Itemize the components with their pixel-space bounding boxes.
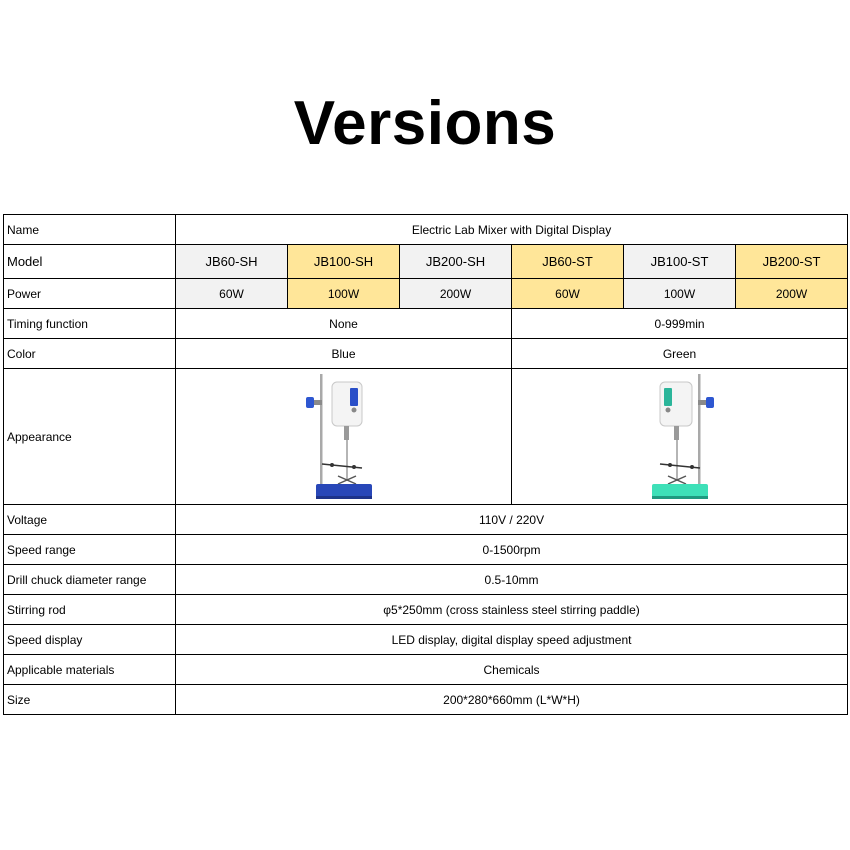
row-label: Voltage bbox=[3, 504, 176, 535]
power-cell: 100W bbox=[623, 278, 736, 309]
row-color: Color Blue Green bbox=[3, 338, 849, 369]
timing-sh: None bbox=[175, 308, 512, 339]
row-model: Model JB60-SH JB100-SH JB200-SH JB60-ST … bbox=[3, 244, 849, 279]
row-speed-display: Speed display LED display, digital displ… bbox=[3, 624, 849, 655]
color-sh: Blue bbox=[175, 338, 512, 369]
materials-value: Chemicals bbox=[174, 654, 849, 685]
row-power: Power 60W 100W 200W 60W 100W 200W bbox=[3, 278, 849, 309]
row-label: Appearance bbox=[3, 368, 176, 505]
speed-range-value: 0-1500rpm bbox=[174, 534, 849, 565]
product-name: Electric Lab Mixer with Digital Display bbox=[174, 214, 849, 245]
chuck-value: 0.5-10mm bbox=[174, 564, 849, 595]
timing-st: 0-999min bbox=[510, 308, 849, 339]
voltage-value: 110V / 220V bbox=[174, 504, 849, 535]
row-label: Power bbox=[3, 278, 176, 309]
row-voltage: Voltage 110V / 220V bbox=[3, 504, 849, 535]
size-value: 200*280*660mm (L*W*H) bbox=[174, 684, 849, 715]
row-label: Color bbox=[3, 338, 176, 369]
row-label: Size bbox=[3, 684, 176, 715]
power-cell: 200W bbox=[399, 278, 512, 309]
spec-table: Name Electric Lab Mixer with Digital Dis… bbox=[3, 214, 849, 715]
model-cell: JB60-ST bbox=[511, 244, 624, 279]
color-st: Green bbox=[510, 338, 849, 369]
row-label: Stirring rod bbox=[3, 594, 176, 625]
model-cell: JB200-ST bbox=[734, 244, 849, 279]
mixer-blue-image bbox=[305, 373, 372, 499]
rod-value: φ5*250mm (cross stainless steel stirring… bbox=[174, 594, 849, 625]
row-speed-range: Speed range 0-1500rpm bbox=[3, 534, 849, 565]
mixer-green-image bbox=[651, 373, 714, 499]
row-label: Applicable materials bbox=[3, 654, 176, 685]
power-cell: 200W bbox=[734, 278, 849, 309]
row-name: Name Electric Lab Mixer with Digital Dis… bbox=[3, 214, 849, 245]
model-cell: JB200-SH bbox=[399, 244, 512, 279]
appearance-sh bbox=[175, 368, 512, 505]
row-label: Model bbox=[3, 244, 176, 279]
model-cell: JB60-SH bbox=[175, 244, 288, 279]
row-label: Timing function bbox=[3, 308, 176, 339]
row-size: Size 200*280*660mm (L*W*H) bbox=[3, 684, 849, 715]
appearance-st bbox=[510, 368, 849, 505]
row-label: Speed range bbox=[3, 534, 176, 565]
page-title: Versions bbox=[293, 89, 557, 158]
row-chuck: Drill chuck diameter range 0.5-10mm bbox=[3, 564, 849, 595]
power-cell: 60W bbox=[511, 278, 624, 309]
model-cell: JB100-ST bbox=[623, 244, 736, 279]
row-appearance: Appearance bbox=[3, 368, 849, 505]
row-label: Name bbox=[3, 214, 176, 245]
row-timing: Timing function None 0-999min bbox=[3, 308, 849, 339]
row-materials: Applicable materials Chemicals bbox=[3, 654, 849, 685]
model-cell: JB100-SH bbox=[287, 244, 400, 279]
row-rod: Stirring rod φ5*250mm (cross stainless s… bbox=[3, 594, 849, 625]
power-cell: 100W bbox=[287, 278, 400, 309]
row-label: Drill chuck diameter range bbox=[3, 564, 176, 595]
power-cell: 60W bbox=[175, 278, 288, 309]
speed-display-value: LED display, digital display speed adjus… bbox=[174, 624, 849, 655]
row-label: Speed display bbox=[3, 624, 176, 655]
